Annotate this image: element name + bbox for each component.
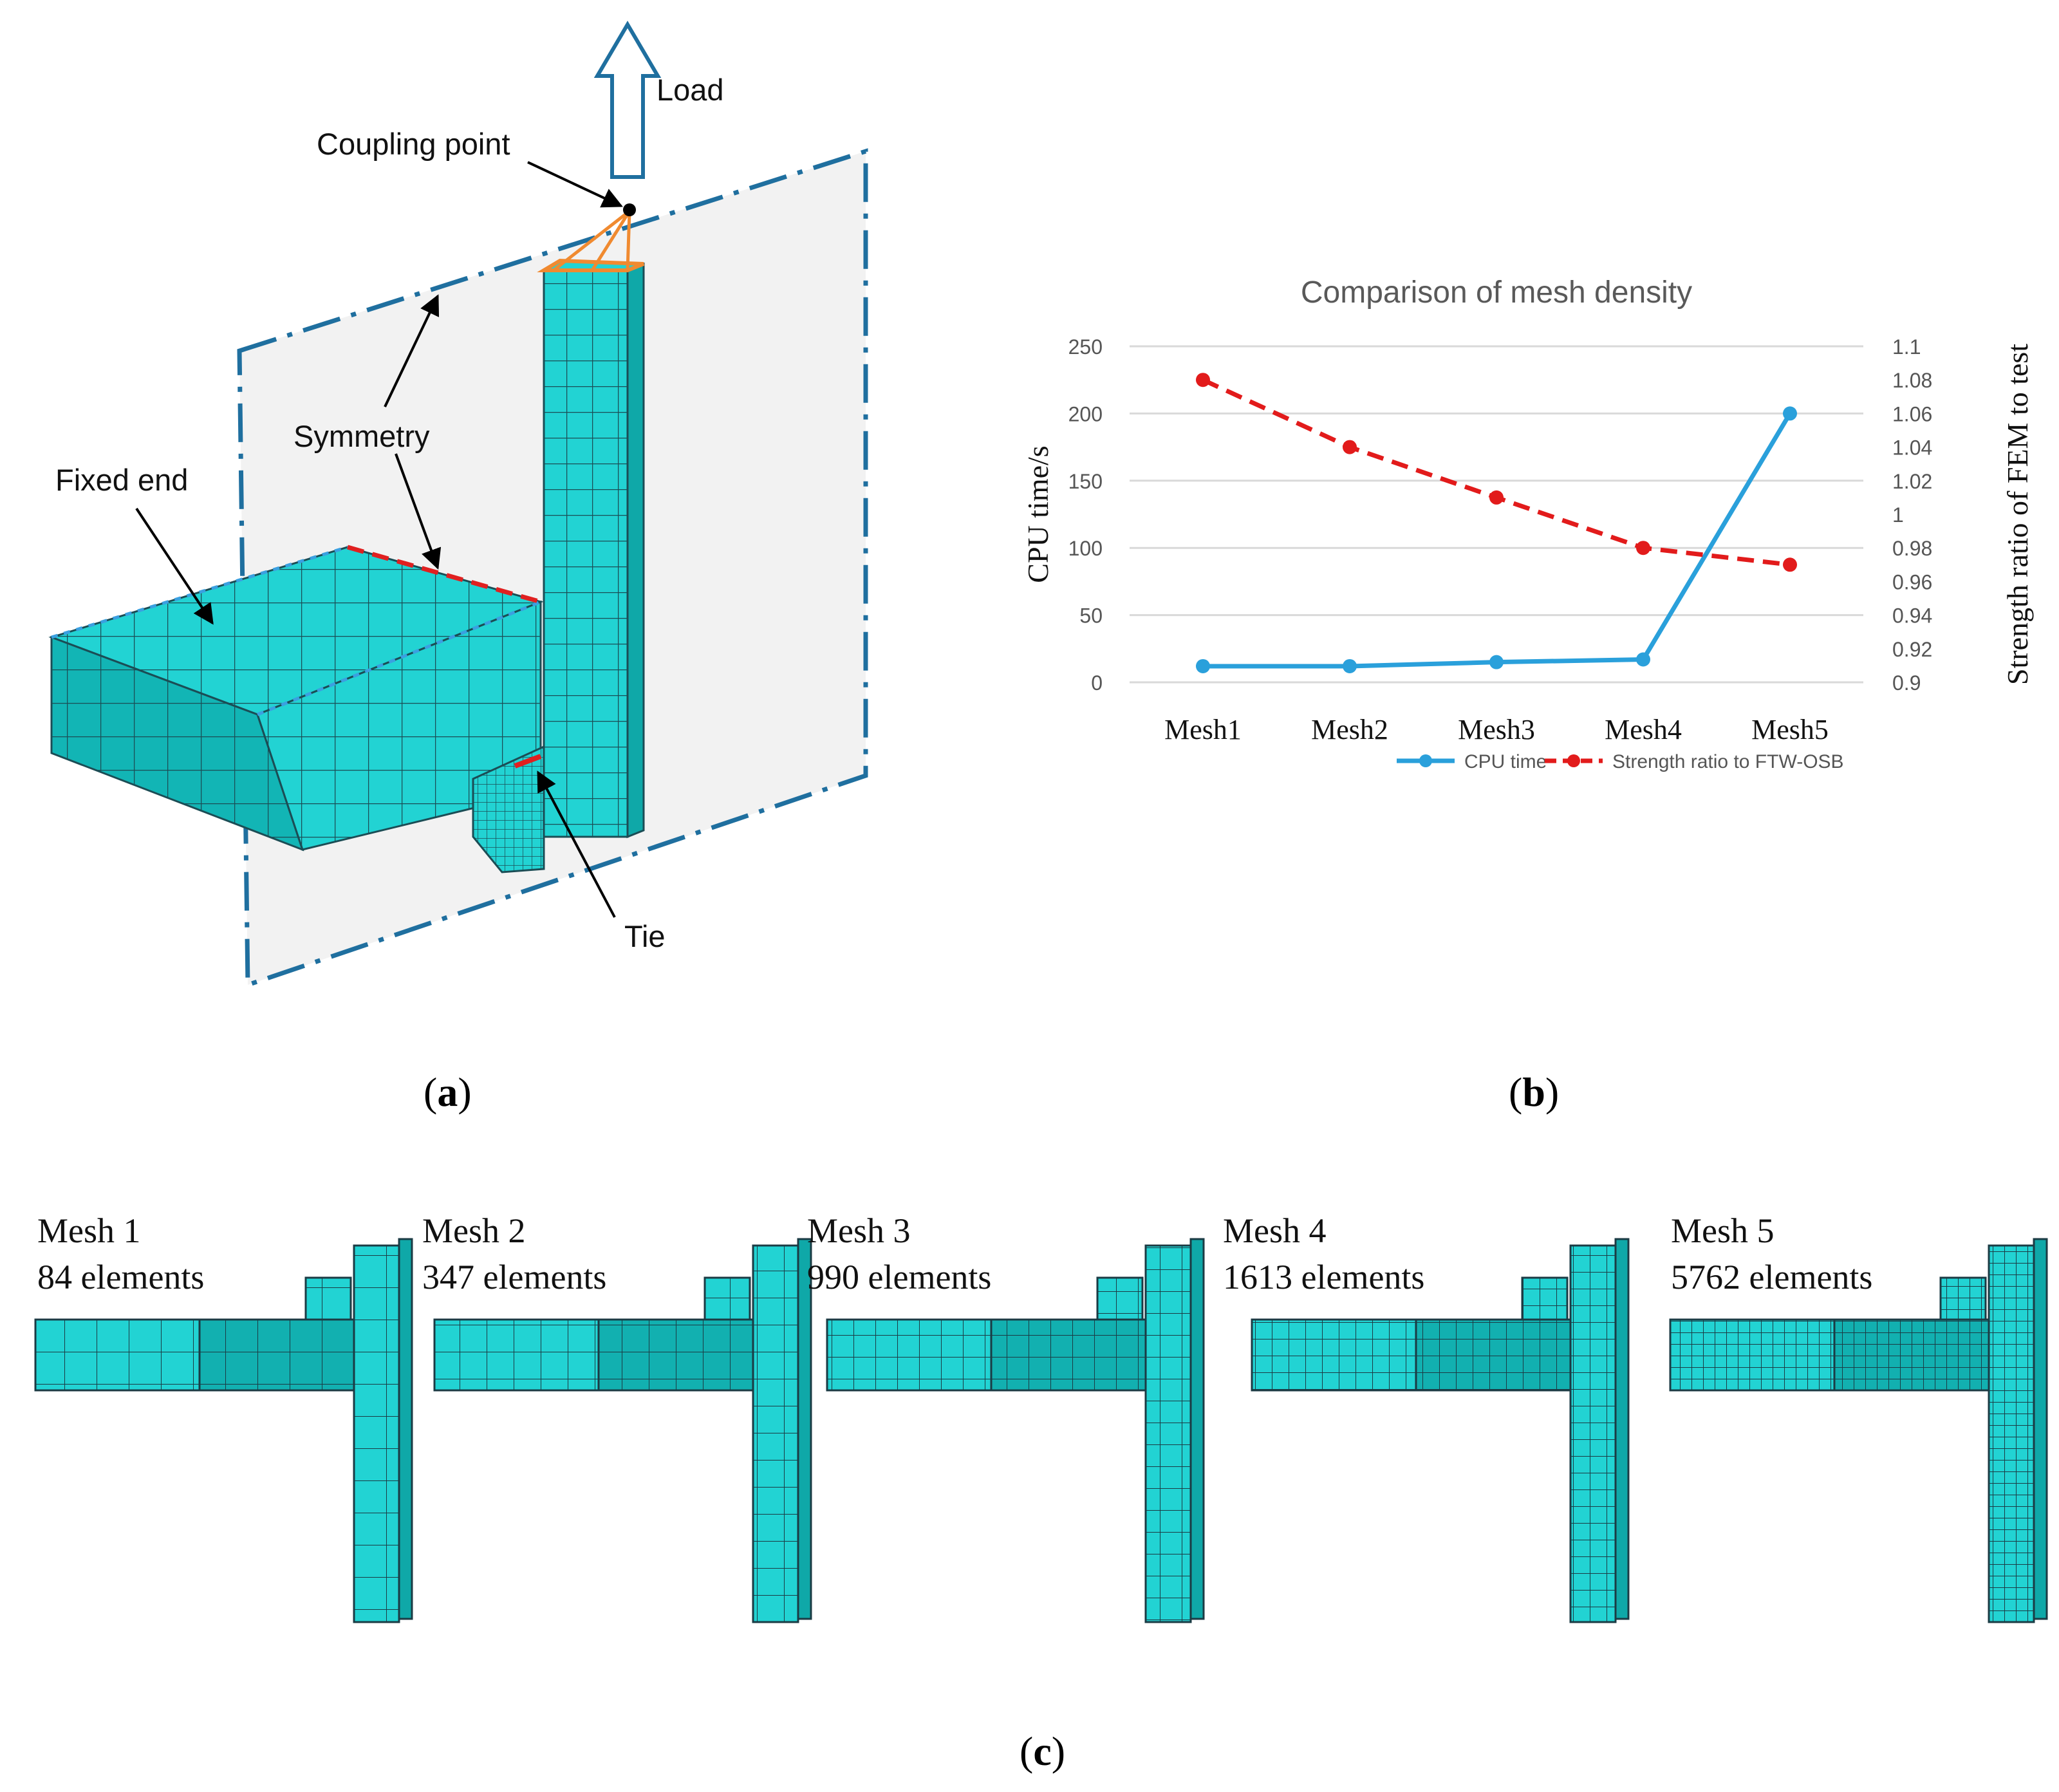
mesh-flange-dark [990,1318,1147,1392]
mesh-weld [304,1276,352,1321]
series-1-point [1783,406,1797,421]
mesh-web [1569,1244,1617,1623]
mesh-5-name: Mesh 5 [1671,1211,1775,1250]
flange-block [48,545,544,852]
y-axis-label: CPU time/s [1021,445,1054,583]
y2-tick-label: 0.96 [1892,570,1932,593]
y2-axis-label: Strength ratio of FEM to test [2001,344,2034,685]
mesh-web-side [2033,1238,2048,1620]
y-tick-label: 150 [1068,470,1103,493]
y2-tick-label: 1.04 [1892,436,1932,460]
mesh-weld [703,1276,751,1321]
series-1-point [1196,658,1210,673]
x-tick-label: Mesh3 [1458,714,1535,745]
series-2-point [1783,557,1797,572]
series-2-point [1636,541,1650,555]
mesh-5-caption: Mesh 5 5762 elements [1671,1208,1872,1300]
mesh-web-side [1614,1238,1630,1620]
mesh-web [353,1244,400,1623]
mesh-flange-light [433,1318,600,1392]
legend-label-2: Strength ratio to FTW-OSB [1612,751,1844,772]
mesh-flange-light [826,1318,992,1392]
series-line-2 [1202,378,1791,567]
mesh-1-elements: 84 elements [37,1258,205,1296]
series-2-point [1343,440,1357,454]
label-tie: Tie [624,919,666,953]
mesh-web [752,1244,799,1623]
y-tick-label: 50 [1079,604,1103,628]
mesh-flange-dark [597,1318,754,1392]
mesh-flange-dark [1415,1318,1572,1392]
y-tick-label: 250 [1068,335,1103,359]
mesh-web-side [398,1238,413,1620]
y-tick-label: 0 [1091,671,1103,695]
mesh-2-elements: 347 elements [422,1258,607,1296]
leader-arrows [135,161,623,918]
series-1-point [1343,658,1357,673]
mesh-1-caption: Mesh 1 84 elements [37,1208,204,1300]
x-tick-label: Mesh4 [1605,714,1682,745]
panel-a-model-figure [48,21,868,988]
mesh-weld [1096,1276,1144,1321]
y2-tick-label: 1.06 [1892,402,1932,425]
x-tick-label: Mesh1 [1164,714,1242,745]
series-2-point [1196,373,1210,387]
label-fixed-end: Fixed end [55,463,189,497]
chart-title: Comparison of mesh density [1301,275,1692,310]
y2-tick-label: 1.08 [1892,369,1932,392]
mesh-flange-dark [1833,1318,1990,1392]
mesh-flange-dark [198,1318,355,1392]
mesh-flange-light [34,1318,201,1392]
legend-marker-1 [1419,754,1432,767]
mesh-web [1988,1244,2035,1623]
mesh-web [1144,1244,1192,1623]
load-arrow-icon [593,21,662,179]
coupling-constraint [552,203,636,272]
mesh-2-caption: Mesh 2 347 elements [422,1208,606,1300]
y2-tick-label: 0.9 [1892,671,1921,695]
label-symmetry: Symmetry [293,419,430,453]
y2-tick-label: 0.98 [1892,537,1932,560]
weld-region [472,745,545,873]
legend-marker-2 [1567,754,1580,767]
series-2-point [1489,490,1504,505]
mesh-4-name: Mesh 4 [1223,1211,1327,1250]
mesh-2-name: Mesh 2 [422,1211,526,1250]
mesh-5-elements: 5762 elements [1671,1258,1873,1296]
mesh-flange-light [1251,1318,1417,1392]
y2-tick-label: 0.94 [1892,604,1932,628]
mesh-weld [1521,1276,1569,1321]
mesh-3-name: Mesh 3 [807,1211,911,1250]
y2-tick-label: 1.02 [1892,470,1932,493]
web-column [537,258,645,839]
series-line-1 [1203,412,1793,669]
mesh-3-elements: 990 elements [807,1258,992,1296]
mesh-3-caption: Mesh 3 990 elements [807,1208,991,1300]
panel-label-c: (c) [1020,1728,1066,1774]
coupling-point-dot [623,203,636,216]
panel-label-b: (b) [1509,1069,1560,1115]
y2-tick-label: 0.92 [1892,638,1932,661]
x-tick-label: Mesh2 [1311,714,1388,745]
series-1-point [1489,655,1504,669]
y-tick-label: 200 [1068,402,1103,425]
mesh-4-caption: Mesh 4 1613 elements [1223,1208,1424,1300]
label-load: Load [657,73,724,107]
label-coupling-point: Coupling point [317,127,510,161]
mesh-4-elements: 1613 elements [1223,1258,1425,1296]
y-tick-label: 100 [1068,537,1103,560]
panel-label-a: (a) [424,1069,472,1115]
mesh-web-side [1189,1238,1205,1620]
x-tick-label: Mesh5 [1751,714,1829,745]
legend-label-1: CPU time [1464,751,1547,772]
mesh-weld [1939,1276,1987,1321]
y2-tick-label: 1.1 [1892,335,1921,359]
panel-b-chart: 0 50 100 150 200 250 0.9 0.92 0.94 0.96 0.98 1 1.02 1… [1021,275,2034,772]
mesh-1-name: Mesh 1 [37,1211,141,1250]
mesh-flange-light [1669,1318,1836,1392]
y2-tick-label: 1 [1892,503,1904,527]
series-1-point [1636,652,1650,667]
